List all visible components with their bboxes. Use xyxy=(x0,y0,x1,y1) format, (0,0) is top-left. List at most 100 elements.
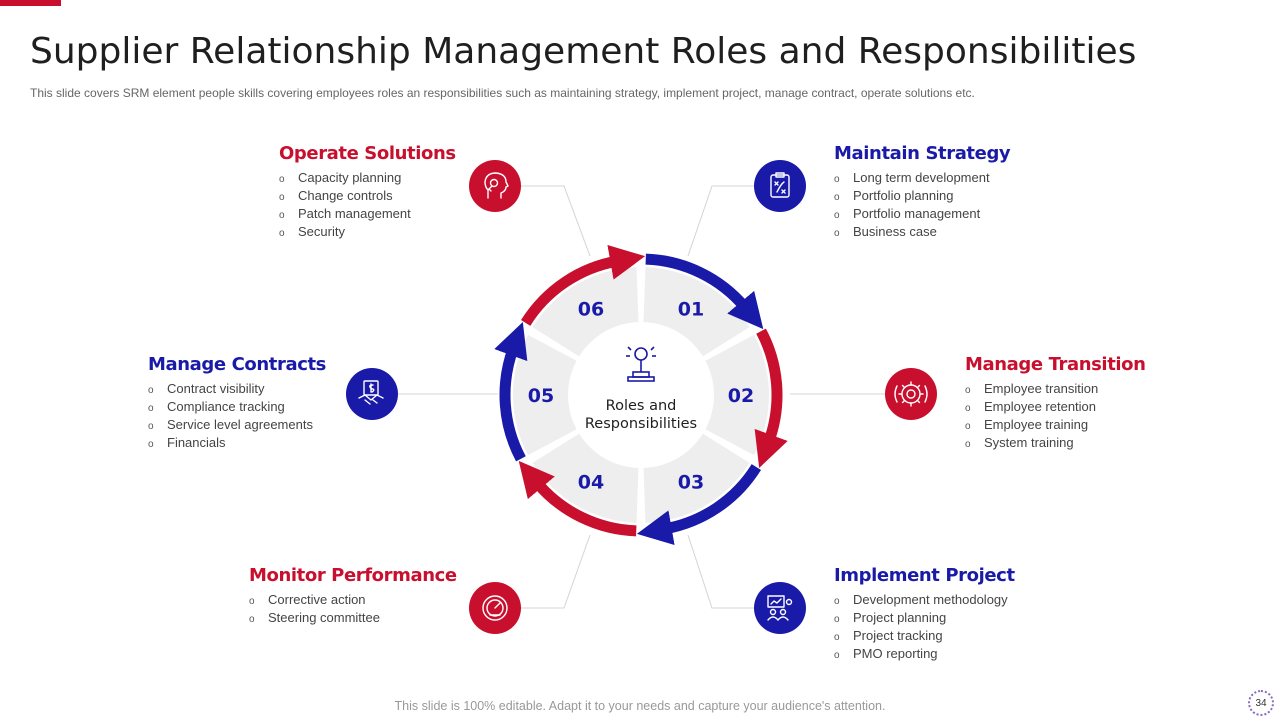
cycle-arrow-05 xyxy=(494,322,528,462)
list-item-text: Employee retention xyxy=(984,399,1097,414)
bullet-marker: o xyxy=(834,614,840,625)
list-item-text: Long term development xyxy=(853,170,990,185)
list-item-text: System training xyxy=(984,435,1074,450)
list-item-text: Project tracking xyxy=(853,628,943,643)
list-item-text: Steering committee xyxy=(268,610,380,625)
segment-number-06: 06 xyxy=(578,298,604,320)
list-item-text: Financials xyxy=(167,435,226,450)
list-item-text: PMO reporting xyxy=(853,646,938,661)
page-number-badge: 34 xyxy=(1248,690,1274,716)
list-item: o Development methodology xyxy=(834,592,1164,610)
cycle-arrow-04 xyxy=(518,460,637,537)
list-item: o Project planning xyxy=(834,610,1164,628)
segment-number-05: 05 xyxy=(528,385,554,407)
list-item: o System training xyxy=(965,435,1280,453)
bullet-marker: o xyxy=(834,210,840,221)
bullet-marker: o xyxy=(834,174,840,185)
speedometer-icon xyxy=(469,582,521,634)
operate-solutions-title: Operate Solutions xyxy=(279,143,456,164)
bullet-marker: o xyxy=(249,614,255,625)
team-presentation-icon xyxy=(754,582,806,634)
bullet-marker: o xyxy=(279,228,285,239)
page-title: Supplier Relationship Management Roles a… xyxy=(30,31,1137,72)
bullet-marker: o xyxy=(965,439,971,450)
list-item: o Portfolio management xyxy=(834,206,1164,224)
bullet-marker: o xyxy=(279,210,285,221)
list-item-text: Contract visibility xyxy=(167,381,265,396)
cycle-arrow-06 xyxy=(521,244,646,326)
implement-project-block: Implement Project o Development methodolog… xyxy=(834,564,1164,664)
list-item-text: Security xyxy=(298,224,345,239)
manage-contracts-title: Manage Contracts xyxy=(148,354,326,375)
bullet-marker: o xyxy=(834,632,840,643)
bullet-marker: o xyxy=(965,421,971,432)
center-circle xyxy=(568,322,714,468)
gear-transition-icon xyxy=(885,368,937,420)
operate-solutions-connector xyxy=(521,185,591,257)
page-subtitle: This slide covers SRM element people ski… xyxy=(30,86,975,100)
center-label-line-2: Responsibilities xyxy=(585,416,697,432)
bullet-marker: o xyxy=(834,228,840,239)
list-item: o Security xyxy=(279,224,609,242)
bullet-marker: o xyxy=(834,596,840,607)
implement-project-connector xyxy=(687,534,754,609)
implement-project-title: Implement Project xyxy=(834,565,1015,586)
bullet-marker: o xyxy=(834,192,840,203)
list-item-text: Capacity planning xyxy=(298,170,402,185)
page-number: 34 xyxy=(1255,697,1267,709)
cycle-segment-01 xyxy=(643,267,750,358)
bullet-marker: o xyxy=(249,596,255,607)
list-item: o Steering committee xyxy=(249,610,579,628)
cycle-segment-06 xyxy=(532,267,639,358)
list-item: o Service level agreements xyxy=(148,417,478,435)
list-item-text: Project planning xyxy=(853,610,947,625)
list-item-text: Service level agreements xyxy=(167,417,313,432)
bullet-marker: o xyxy=(834,650,840,661)
bullet-marker: o xyxy=(148,421,154,432)
segment-number-03: 03 xyxy=(678,472,704,494)
cycle-arrow-02 xyxy=(754,328,788,468)
bullet-marker: o xyxy=(148,439,154,450)
list-item: o PMO reporting xyxy=(834,646,1164,664)
bullet-marker: o xyxy=(279,174,285,185)
list-item-text: Business case xyxy=(853,224,937,239)
list-item: o Business case xyxy=(834,224,1164,242)
cycle-segment-04 xyxy=(532,432,639,523)
joystick-icon xyxy=(626,346,656,382)
list-item-text: Portfolio management xyxy=(853,206,981,221)
head-key-icon xyxy=(469,160,521,212)
list-item: o Capacity planning xyxy=(279,170,609,188)
list-item-text: Compliance tracking xyxy=(167,399,285,414)
handshake-contract-icon xyxy=(346,368,398,420)
bullet-marker: o xyxy=(148,385,154,396)
cycle-arrow-03 xyxy=(636,464,761,546)
cycle-arrow-01 xyxy=(645,253,764,330)
strategy-clipboard-icon xyxy=(754,160,806,212)
list-item: o Project tracking xyxy=(834,628,1164,646)
list-item-text: Change controls xyxy=(298,188,393,203)
segment-number-04: 04 xyxy=(578,472,604,494)
center-label-line-1: Roles and xyxy=(606,398,677,414)
list-item: o Long term development xyxy=(834,170,1164,188)
footer-note: This slide is 100% editable. Adapt it to… xyxy=(394,699,886,713)
list-item-text: Development methodology xyxy=(853,592,1008,607)
